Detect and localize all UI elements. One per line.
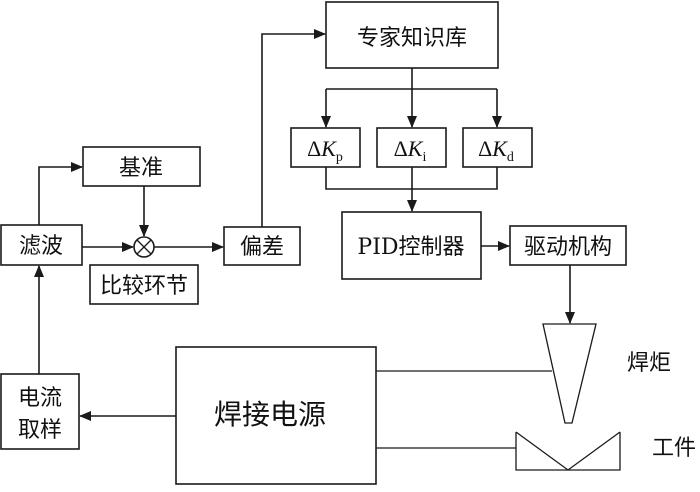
comparator-symbol (133, 236, 155, 258)
filter-block: 滤波 (0, 224, 83, 266)
delta-kd-block: ΔKd (462, 127, 533, 168)
welding-power-label: 焊接电源 (214, 398, 326, 431)
pid-controller-label: PID控制器 (357, 235, 464, 260)
pid-controller-block: PID控制器 (341, 211, 482, 280)
delta-ki-label: ΔKi (394, 136, 427, 165)
comparison-block: 比较环节 (89, 264, 199, 305)
expert-knowledge-base-block: 专家知识库 (325, 1, 499, 69)
drive-mechanism-block: 驱动机构 (509, 225, 627, 266)
current-sampling-label-line1: 电流 (18, 386, 62, 411)
expert-knowledge-base-label: 专家知识库 (357, 26, 467, 51)
workpiece-symbol (515, 431, 621, 471)
delta-kp-block: ΔKp (290, 127, 361, 168)
torch-label: 焊炬 (627, 351, 671, 376)
reference-block: 基准 (82, 146, 201, 187)
delta-kp-label: ΔKp (307, 136, 343, 165)
current-sampling-label-line2: 取样 (18, 418, 62, 443)
comparison-label: 比较环节 (100, 274, 188, 299)
delta-kd-label: ΔKd (478, 136, 514, 165)
workpiece-label: 工件 (652, 436, 696, 461)
edge-filter-to-reference (38, 162, 83, 225)
filter-label: 滤波 (19, 234, 63, 259)
torch-symbol (542, 323, 597, 424)
delta-ki-block: ΔKi (376, 127, 447, 168)
current-sampling-block: 电流 取样 (0, 373, 80, 450)
deviation-block: 偏差 (223, 226, 301, 266)
deviation-label: 偏差 (240, 235, 284, 260)
reference-label: 基准 (119, 156, 163, 181)
drive-mechanism-label: 驱动机构 (524, 235, 612, 260)
welding-power-block: 焊接电源 (175, 346, 377, 485)
edge-deviation-to-expert (261, 29, 326, 227)
